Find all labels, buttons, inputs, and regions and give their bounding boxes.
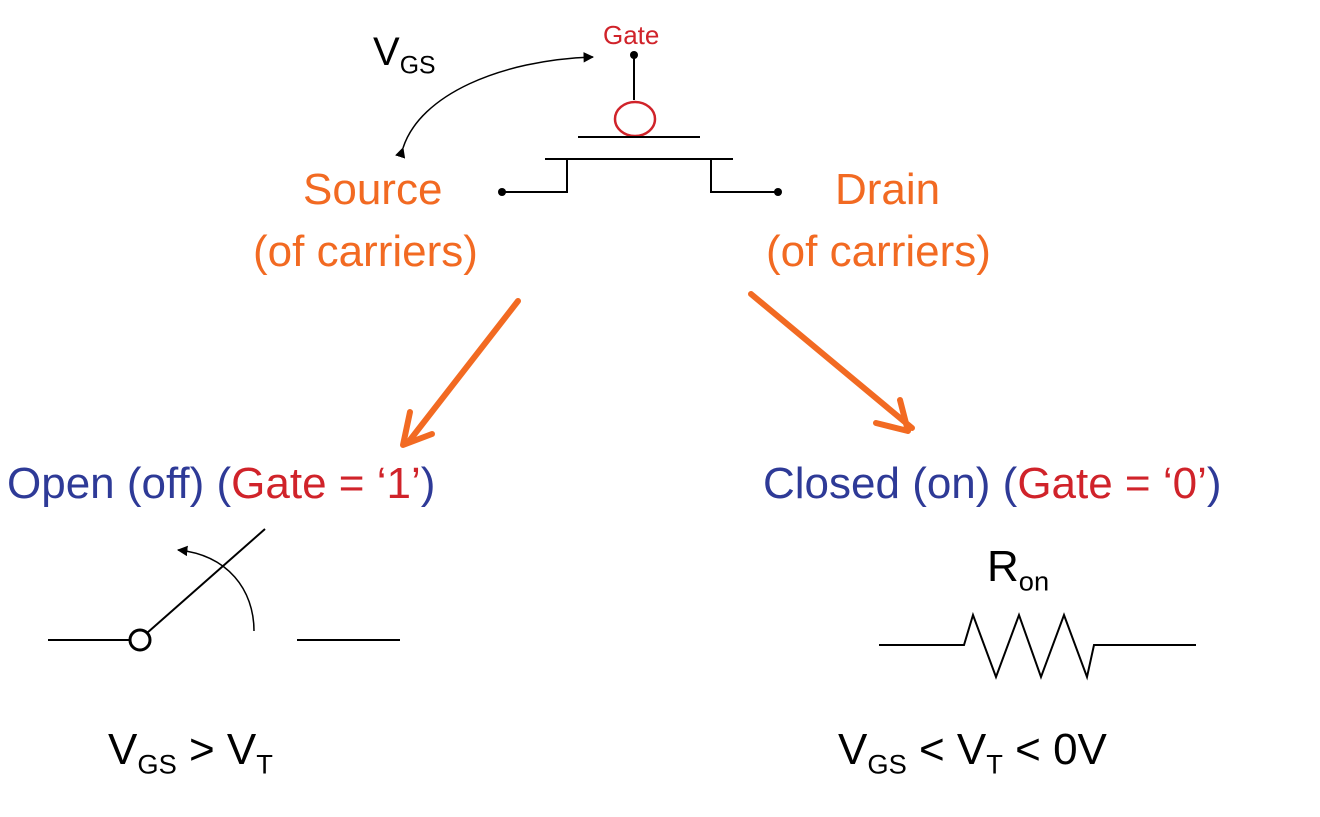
on-condition: VGS < VT < 0V [838,728,1107,778]
ron-label: Ron [987,545,1049,595]
source-label: Source [303,165,443,214]
channel [498,158,782,196]
source-node-dot [498,188,506,196]
open-switch-symbol [48,528,400,652]
off-gate-value: Gate = ‘1’ [231,459,421,508]
cond-op-lt: < [906,725,957,774]
cond-op-lt-zero: < 0V [1002,725,1107,774]
on-state-text: Closed (on) ( [763,459,1018,508]
switch-rotation-arrow [176,545,255,632]
cond-op-gt: > [176,725,227,774]
ron-main: R [987,542,1019,591]
switch-blade [146,528,266,634]
resistor-symbol [879,611,1196,681]
source-sub-label: (of carriers) [253,227,478,276]
cond-vt: V [226,725,257,774]
cond-vgs-sub: GS [137,748,177,780]
drain-lead [710,159,778,193]
off-close-paren: ) [420,459,436,508]
cond-vt-sub: T [256,748,273,780]
vgs-double-arrow [395,52,595,159]
off-state-heading: Open (off) (Gate = ‘1’) [7,462,435,506]
gate-terminal [578,51,700,138]
vgs-label: VGS [373,32,436,79]
vgs-main: V [373,30,400,74]
cond-vgs: V [108,725,138,774]
cond-vt-sub: T [986,748,1003,780]
switch-pivot [128,628,152,652]
cond-vt: V [956,725,987,774]
pmos-inversion-bubble [613,100,657,138]
on-state-heading: Closed (on) (Gate = ‘0’) [763,462,1222,506]
drain-sub-label: (of carriers) [766,227,991,276]
on-close-paren: ) [1206,459,1222,508]
off-condition: VGS > VT [108,728,273,778]
orange-arrow-right [748,291,915,434]
ron-subscript: on [1018,565,1050,597]
vgs-subscript: GS [399,52,436,80]
on-gate-value: Gate = ‘0’ [1017,459,1207,508]
cond-vgs: V [838,725,868,774]
source-lead [502,159,568,193]
cond-vgs-sub: GS [867,748,907,780]
orange-arrow-left [400,298,521,448]
drain-label: Drain [835,165,941,214]
off-state-text: Open (off) ( [7,459,232,508]
gate-label: Gate [603,20,660,50]
drain-node-dot [774,188,782,196]
